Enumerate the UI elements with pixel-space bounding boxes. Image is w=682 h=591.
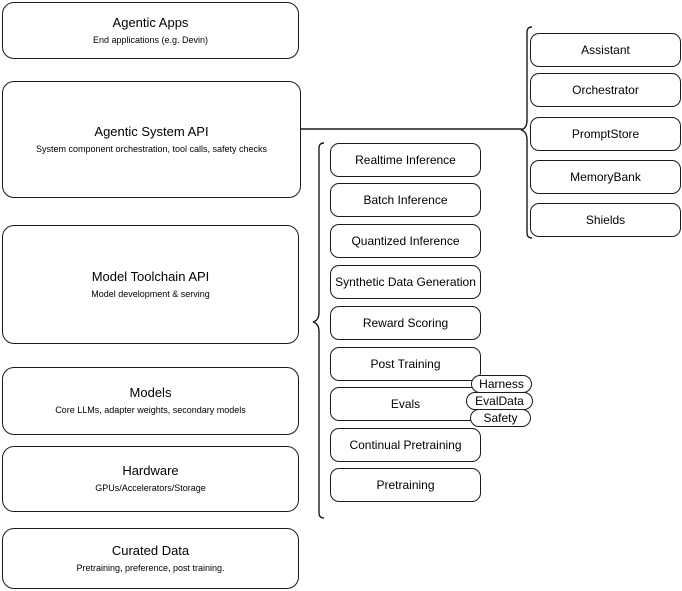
toolchain-item-post-training[interactable]: Post Training bbox=[330, 347, 481, 381]
eval-tag-label: EvalData bbox=[475, 394, 524, 408]
layer-subtitle: System component orchestration, tool cal… bbox=[35, 143, 268, 154]
eval-tag-label: Harness bbox=[479, 377, 524, 391]
toolchain-item-pretraining[interactable]: Pretraining bbox=[330, 468, 481, 502]
system-item-label: Assistant bbox=[581, 43, 630, 57]
stack-layer-curated-data[interactable]: Curated Data Pretraining, preference, po… bbox=[2, 528, 299, 589]
system-item-label: Shields bbox=[585, 213, 626, 227]
stack-layer-models[interactable]: Models Core LLMs, adapter weights, secon… bbox=[2, 367, 299, 435]
toolchain-item-realtime-inference[interactable]: Realtime Inference bbox=[330, 143, 481, 177]
toolchain-item-label: Quantized Inference bbox=[351, 234, 460, 248]
stack-layer-agentic-apps[interactable]: Agentic Apps End applications (e.g. Devi… bbox=[2, 2, 299, 59]
stack-layer-hardware[interactable]: Hardware GPUs/Accelerators/Storage bbox=[2, 446, 299, 512]
layer-title: Agentic Apps bbox=[112, 14, 189, 30]
eval-tag-evaldata[interactable]: EvalData bbox=[466, 392, 533, 410]
toolchain-item-batch-inference[interactable]: Batch Inference bbox=[330, 183, 481, 217]
system-item-promptstore[interactable]: PromptStore bbox=[530, 117, 681, 151]
layer-title: Model Toolchain API bbox=[91, 268, 210, 284]
layer-subtitle: Pretraining, preference, post training. bbox=[76, 562, 225, 573]
system-item-label: MemoryBank bbox=[570, 170, 641, 184]
stack-layer-model-toolchain-api[interactable]: Model Toolchain API Model development & … bbox=[2, 225, 299, 344]
toolchain-brace bbox=[312, 142, 325, 519]
toolchain-item-label: Realtime Inference bbox=[355, 153, 456, 167]
eval-tag-safety[interactable]: Safety bbox=[470, 409, 531, 427]
layer-subtitle: Core LLMs, adapter weights, secondary mo… bbox=[55, 405, 246, 416]
system-item-label: Orchestrator bbox=[572, 83, 639, 97]
system-item-assistant[interactable]: Assistant bbox=[530, 33, 681, 67]
toolchain-item-label: Post Training bbox=[370, 357, 441, 371]
layer-subtitle: Model development & serving bbox=[91, 288, 210, 299]
layer-title: Curated Data bbox=[111, 542, 190, 558]
eval-tag-label: Safety bbox=[483, 411, 518, 425]
layer-title: Agentic System API bbox=[94, 123, 209, 139]
toolchain-item-label: Pretraining bbox=[376, 478, 435, 492]
toolchain-item-evals[interactable]: Evals bbox=[330, 387, 481, 421]
system-item-label: PromptStore bbox=[571, 127, 640, 141]
system-item-memorybank[interactable]: MemoryBank bbox=[530, 160, 681, 194]
layer-subtitle: End applications (e.g. Devin) bbox=[92, 34, 209, 45]
layer-subtitle: GPUs/Accelerators/Storage bbox=[95, 483, 206, 494]
eval-tag-harness[interactable]: Harness bbox=[471, 375, 532, 393]
toolchain-item-quantized-inference[interactable]: Quantized Inference bbox=[330, 224, 481, 258]
toolchain-item-label: Continual Pretraining bbox=[349, 438, 462, 452]
layer-title: Models bbox=[129, 385, 172, 401]
system-item-orchestrator[interactable]: Orchestrator bbox=[530, 73, 681, 107]
toolchain-item-label: Reward Scoring bbox=[362, 316, 449, 330]
toolchain-item-reward-scoring[interactable]: Reward Scoring bbox=[330, 306, 481, 340]
layer-title: Hardware bbox=[122, 463, 179, 479]
stack-layer-agentic-system-api[interactable]: Agentic System API System component orch… bbox=[2, 81, 301, 198]
toolchain-item-continual-pretraining[interactable]: Continual Pretraining bbox=[330, 428, 481, 462]
toolchain-item-synthetic-data-generation[interactable]: Synthetic Data Generation bbox=[330, 265, 481, 299]
toolchain-item-label: Batch Inference bbox=[363, 193, 448, 207]
toolchain-item-label: Evals bbox=[390, 397, 421, 411]
toolchain-item-label: Synthetic Data Generation bbox=[335, 275, 476, 289]
system-item-shields[interactable]: Shields bbox=[530, 203, 681, 237]
